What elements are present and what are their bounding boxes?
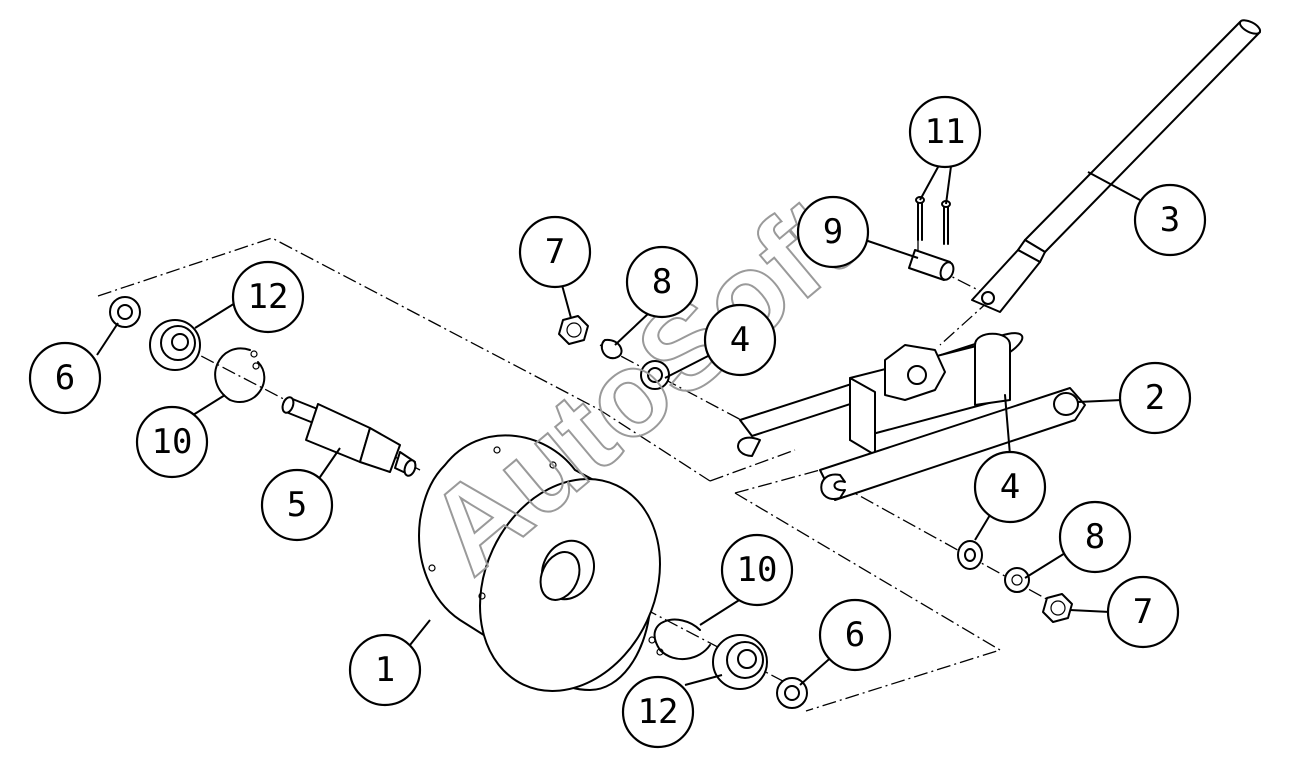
callout-12-lower: 12 (621, 675, 695, 749)
snap-ring-upper (214, 347, 266, 403)
callout-1-label: 1 (375, 650, 395, 690)
callout-11: 11 (908, 95, 982, 169)
callout-8-lower: 8 (1058, 500, 1132, 574)
callout-4-lower: 4 (973, 450, 1047, 524)
callout-5: 5 (260, 468, 334, 542)
handle-part (971, 19, 1262, 313)
callout-2-label: 2 (1145, 378, 1165, 418)
callout-7-upper: 7 (518, 215, 592, 289)
callout-3-label: 3 (1160, 200, 1180, 240)
callout-8-upper: 8 (625, 245, 699, 319)
callout-7-lower: 7 (1106, 575, 1180, 649)
snap-ring-lower (648, 618, 711, 661)
callout-8-upper-label: 8 (652, 262, 672, 302)
callout-10-lower-label: 10 (737, 550, 778, 590)
callout-6-lower-label: 6 (845, 615, 865, 655)
callout-4-upper-label: 4 (730, 320, 750, 360)
callout-4-lower-label: 4 (1000, 467, 1020, 507)
callout-11-label: 11 (925, 112, 966, 152)
callout-10-upper: 10 (135, 405, 209, 479)
callout-6-upper-label: 6 (55, 358, 75, 398)
callout-6-upper: 6 (28, 341, 102, 415)
bearing-spacer-lower (712, 634, 808, 709)
callout-12-lower-label: 12 (638, 692, 679, 732)
bearing-spacer-upper (109, 296, 201, 371)
pin-part (908, 249, 955, 281)
shaft-part (281, 396, 417, 477)
callout-8-lower-label: 8 (1085, 517, 1105, 557)
callout-9: 9 (796, 195, 870, 269)
callout-1: 1 (348, 633, 422, 707)
callout-7-lower-label: 7 (1133, 592, 1153, 632)
callout-4-upper: 4 (703, 303, 777, 377)
callout-12-upper: 12 (231, 260, 305, 334)
callout-12-upper-label: 12 (248, 277, 289, 317)
drum-part (418, 434, 661, 692)
callout-5-label: 5 (287, 485, 307, 525)
callout-9-label: 9 (823, 212, 843, 252)
callout-6-lower: 6 (818, 598, 892, 672)
callout-10-upper-label: 10 (152, 422, 193, 462)
cotter-pins-part (915, 196, 951, 245)
callout-7-upper-label: 7 (545, 232, 565, 272)
callout-leaders (96, 135, 1141, 686)
callout-3: 3 (1133, 183, 1207, 257)
yoke-frame-part (737, 332, 1086, 501)
callout-10-lower: 10 (720, 533, 794, 607)
washer-nut-lower (957, 540, 1073, 623)
callout-2: 2 (1118, 361, 1192, 435)
